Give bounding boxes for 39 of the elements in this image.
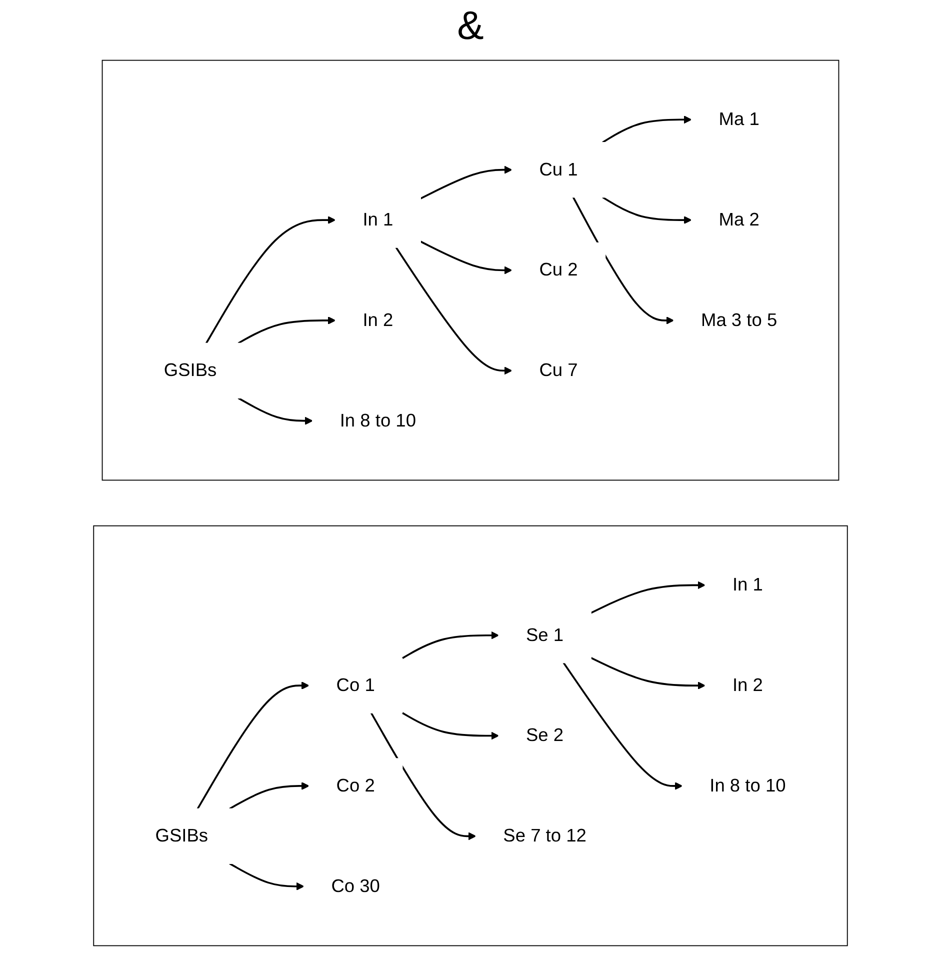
node-text: Co 30: [331, 876, 380, 896]
node-text: Cu 7: [539, 360, 578, 381]
node-text: In 2: [732, 676, 763, 696]
node-text: Co 1: [336, 676, 375, 696]
node-text: In 8 to 10: [710, 776, 786, 796]
node-text: GSIBs: [155, 826, 208, 846]
arrow: [420, 166, 512, 200]
arrow: [370, 712, 476, 840]
node-text: GSIBs: [164, 360, 217, 381]
arrow: [602, 196, 692, 224]
cluster: [93, 525, 848, 946]
arrow: [590, 581, 706, 614]
node-text: Se 7 to 12: [503, 826, 586, 846]
arrow: [238, 397, 313, 425]
cluster: [102, 60, 840, 481]
arrow: [402, 712, 499, 740]
node-text: Ma 3 to 5: [701, 310, 778, 330]
node-text: In 8 to 10: [340, 410, 416, 431]
ampersand-label: &: [457, 4, 484, 49]
arrow: [229, 862, 304, 890]
node-text: In 1: [732, 575, 763, 596]
arrow: [402, 631, 499, 660]
arrow: [420, 240, 512, 274]
arrow: [238, 316, 336, 344]
node-text: Se 1: [526, 625, 564, 646]
node-text: In 1: [362, 210, 394, 230]
arrow: [562, 662, 683, 790]
arrow: [196, 682, 310, 810]
node-text: Ma 1: [718, 110, 760, 130]
node-text: Cu 1: [539, 160, 578, 180]
arrow: [572, 196, 674, 324]
arrow: [590, 656, 706, 690]
arrow: [229, 782, 310, 810]
node-text: Se 2: [526, 726, 564, 746]
node-text: In 2: [362, 310, 394, 330]
arrow: [205, 216, 336, 344]
arrow: [602, 116, 692, 144]
node-text: Ma 2: [718, 210, 760, 230]
arrow: [395, 246, 512, 375]
